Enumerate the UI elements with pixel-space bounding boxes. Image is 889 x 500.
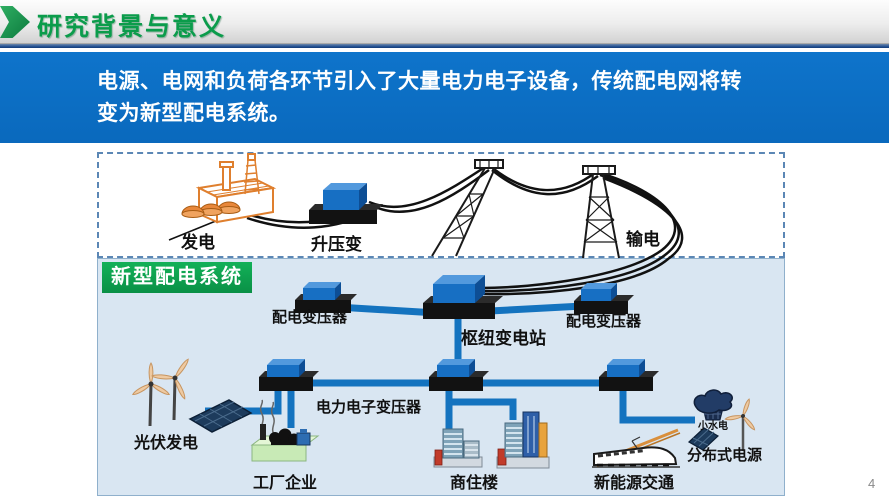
label-generation: 发电 (181, 233, 215, 252)
label-distributed-power: 分布式电源 (687, 447, 763, 464)
label-transmission: 输电 (626, 230, 660, 249)
label-dist-transformer-right: 配电变压器 (566, 313, 642, 330)
distribution-badge: 新型配电系统 (102, 262, 252, 293)
banner-text-line2: 变为新型配电系统。 (97, 102, 291, 125)
distribution-section (97, 258, 785, 496)
label-factory: 工厂企业 (253, 475, 318, 492)
label-new-energy-transport: 新能源交通 (594, 475, 675, 492)
slide-header: 研究背景与意义 (0, 0, 889, 44)
banner-text-line1: 电源、电网和负荷各环节引入了大量电力电子设备，传统配电网将转 (97, 70, 742, 93)
label-pv-generation: 光伏发电 (134, 435, 199, 452)
label-small-hydro: 小水电 (698, 421, 728, 432)
page-title: 研究背景与意义 (37, 13, 227, 41)
label-dist-transformer-left: 配电变压器 (272, 309, 348, 326)
label-step-up-transformer: 升压变 (311, 235, 362, 254)
label-commercial-residential: 商住楼 (450, 475, 499, 492)
arrow-icon (0, 6, 30, 38)
label-hub-substation: 枢纽变电站 (461, 329, 546, 348)
label-power-electronic-transformer: 电力电子变压器 (316, 399, 422, 416)
intro-banner: 电源、电网和负荷各环节引入了大量电力电子设备，传统配电网将转 变为新型配电系统。 (0, 52, 889, 143)
power-system-diagram: 新型配电系统 (97, 152, 785, 496)
header-divider (0, 44, 889, 48)
page-number: 4 (868, 476, 876, 491)
